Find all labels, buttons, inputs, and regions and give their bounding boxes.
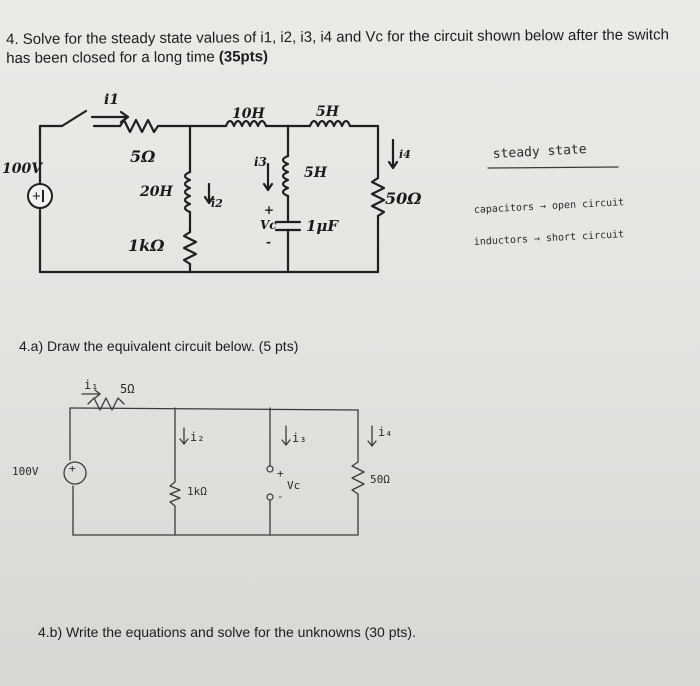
label-i3: i3 — [254, 155, 267, 169]
part-b-heading: 4.b) Write the equations and solve for t… — [38, 624, 416, 640]
label-i1: i1 — [104, 92, 119, 108]
hw-label-i4: i₄ — [378, 425, 392, 439]
hw-voltage-source-icon — [63, 461, 87, 485]
inductor-5h-top-icon — [308, 119, 352, 128]
part-a-heading: 4.a) Draw the equivalent circuit below. … — [19, 338, 299, 354]
hw-label-i1: i₁ — [84, 378, 98, 392]
hw-label-5-ohm: 5Ω — [120, 382, 134, 396]
label-5-ohm: 5Ω — [130, 147, 156, 166]
hw-label-i2: i₂ — [190, 430, 204, 444]
hw-arrow-i4-icon — [367, 440, 377, 447]
hw-arrow-i3-icon — [281, 439, 291, 446]
note-title: steady state — [492, 142, 587, 162]
label-i4: i4 — [399, 148, 411, 161]
label-50-ohm: 50Ω — [385, 189, 422, 208]
arrow-i2-icon — [203, 195, 215, 205]
arrow-i4-icon — [387, 160, 399, 170]
label-10h: 10H — [232, 106, 265, 122]
hw-resistor-1k-icon — [169, 481, 181, 507]
hw-arrow-i2-icon — [179, 438, 189, 445]
hw-label-cap-minus: - — [277, 490, 284, 503]
arrow-i1-icon — [119, 110, 130, 124]
switch-icon — [60, 109, 88, 128]
inductor-5h-branch-icon — [281, 154, 290, 198]
label-100v: 100V — [2, 161, 44, 177]
arrow-i3-icon — [262, 182, 274, 192]
hw-label-50-ohm: 50Ω — [370, 473, 390, 486]
inductor-20h-icon — [183, 170, 192, 214]
hw-resistor-50-ohm-icon — [351, 461, 365, 495]
label-vc: Vc — [260, 218, 277, 232]
resistor-5-ohm-icon — [118, 118, 160, 134]
label-20h: 20H — [139, 184, 173, 200]
hw-arrow-i1-icon — [94, 389, 101, 399]
label-i2: i2 — [211, 197, 223, 210]
label-5h-top: 5H — [316, 104, 340, 120]
hw-resistor-5-ohm-icon — [87, 397, 125, 411]
note-underline — [487, 166, 619, 169]
svg-text:+: + — [32, 188, 41, 205]
hw-label-100v: 100V — [12, 465, 39, 478]
label-1k: 1kΩ — [128, 236, 165, 255]
label-5h-branch: 5H — [304, 165, 328, 181]
voltage-source-icon — [27, 183, 53, 209]
hw-label-source-plus: + — [69, 462, 76, 475]
label-cap-plus: + — [264, 203, 274, 217]
hw-label-vc: Vc — [287, 479, 300, 492]
label-1uf: 1μF — [306, 217, 339, 235]
hw-label-i3: i₃ — [292, 431, 306, 445]
resistor-1k-icon — [182, 230, 198, 266]
hw-label-cap-plus: + — [277, 467, 284, 480]
inductor-10h-icon — [224, 119, 268, 128]
label-cap-minus: - — [266, 235, 271, 249]
resistor-50-ohm-icon — [370, 176, 386, 218]
hw-label-1k: 1kΩ — [187, 485, 207, 498]
